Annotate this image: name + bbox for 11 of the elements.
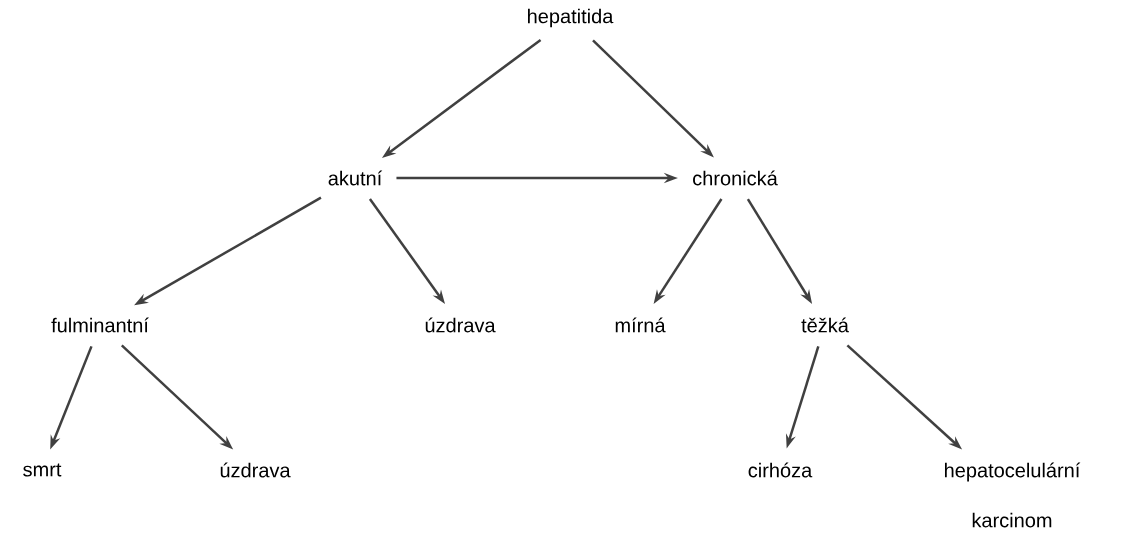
node-label: mírná [615,317,666,333]
node-label: hepatocelulární karcinom [945,462,1081,528]
node-label: úzdrava [425,317,496,333]
node-label: smrt [23,463,62,477]
node-label: chronická [693,170,778,186]
node-label: hepatitida [528,8,614,28]
node-label: cirhóza [748,462,813,478]
node-label: fulminantní [51,317,149,333]
node-label: akutní [328,170,383,186]
node-label: úzdrava [220,462,291,478]
node-label: těžká [801,317,849,333]
